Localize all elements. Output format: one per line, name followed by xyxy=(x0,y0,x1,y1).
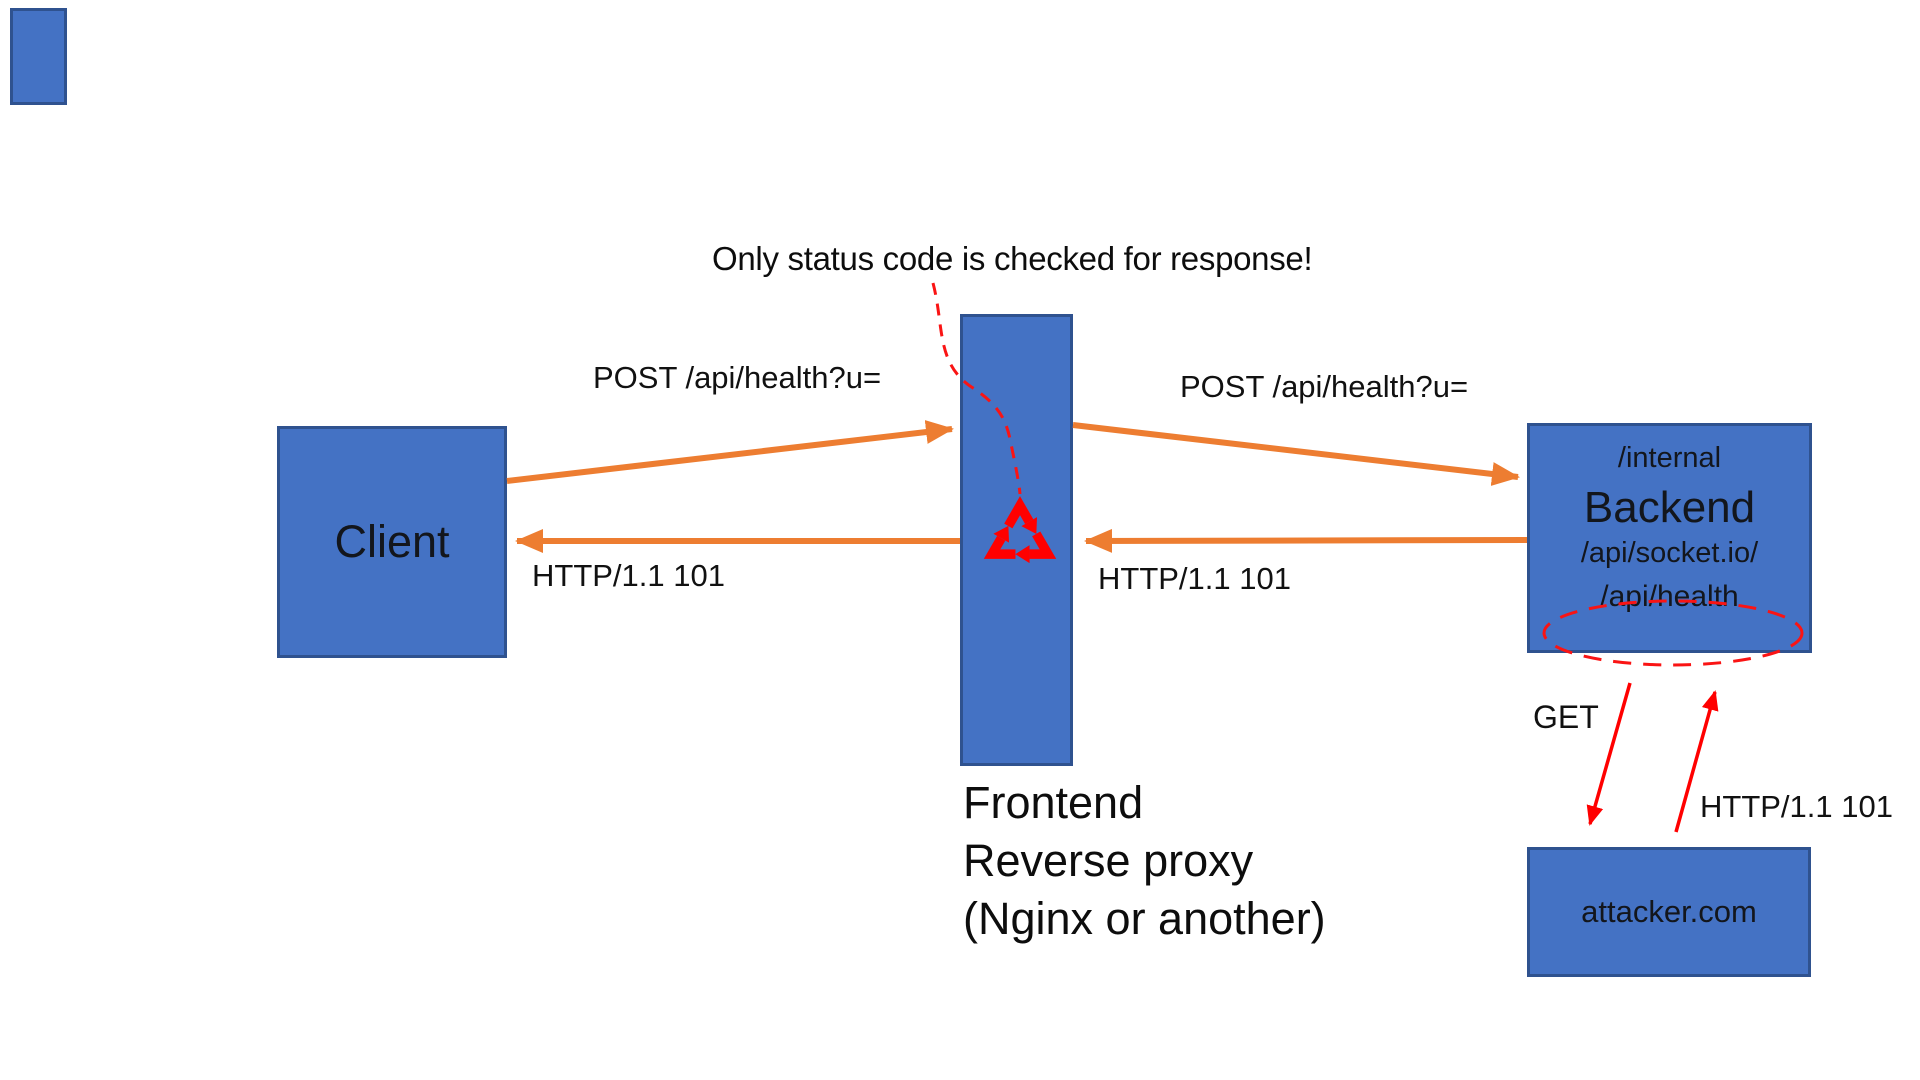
edge-label-backend-to-proxy: HTTP/1.1 101 xyxy=(1098,561,1291,596)
proxy-caption: Frontend Reverse proxy (Nginx or another… xyxy=(963,774,1326,948)
attacker-label: attacker.com xyxy=(1581,894,1757,929)
client-label: Client xyxy=(334,516,450,567)
client-node: Client xyxy=(277,426,507,658)
arrow-backend-to-proxy xyxy=(1084,528,1528,553)
reverse-proxy-node xyxy=(960,314,1073,766)
backend-label: Backend xyxy=(1583,482,1756,532)
proxy-caption-line3: (Nginx or another) xyxy=(963,893,1326,944)
backend-path-health: /api/health xyxy=(1600,579,1739,613)
edge-label-backend-to-attacker: GET xyxy=(1533,699,1599,735)
edge-label-attacker-to-backend: HTTP/1.1 101 xyxy=(1700,789,1893,824)
arrow-proxy-to-backend xyxy=(1072,422,1520,486)
proxy-caption-line2: Reverse proxy xyxy=(963,835,1254,886)
backend-path-socketio: /api/socket.io/ xyxy=(1580,537,1759,570)
backend-path-internal: /internal xyxy=(1617,442,1722,474)
proxy-caption-line1: Frontend xyxy=(963,777,1144,828)
annotation-text: Only status code is checked for response… xyxy=(712,240,1313,277)
edge-label-proxy-to-backend: POST /api/health?u= xyxy=(1180,369,1469,404)
edge-label-proxy-to-client: HTTP/1.1 101 xyxy=(532,558,725,593)
edge-label-client-to-proxy: POST /api/health?u= xyxy=(593,360,882,395)
attacker-node: attacker.com xyxy=(1527,847,1811,977)
backend-node: /internal Backend /api/socket.io/ /api/h… xyxy=(1527,423,1812,653)
arrow-client-to-proxy xyxy=(506,420,954,484)
corner-decoration-rect xyxy=(10,8,67,105)
